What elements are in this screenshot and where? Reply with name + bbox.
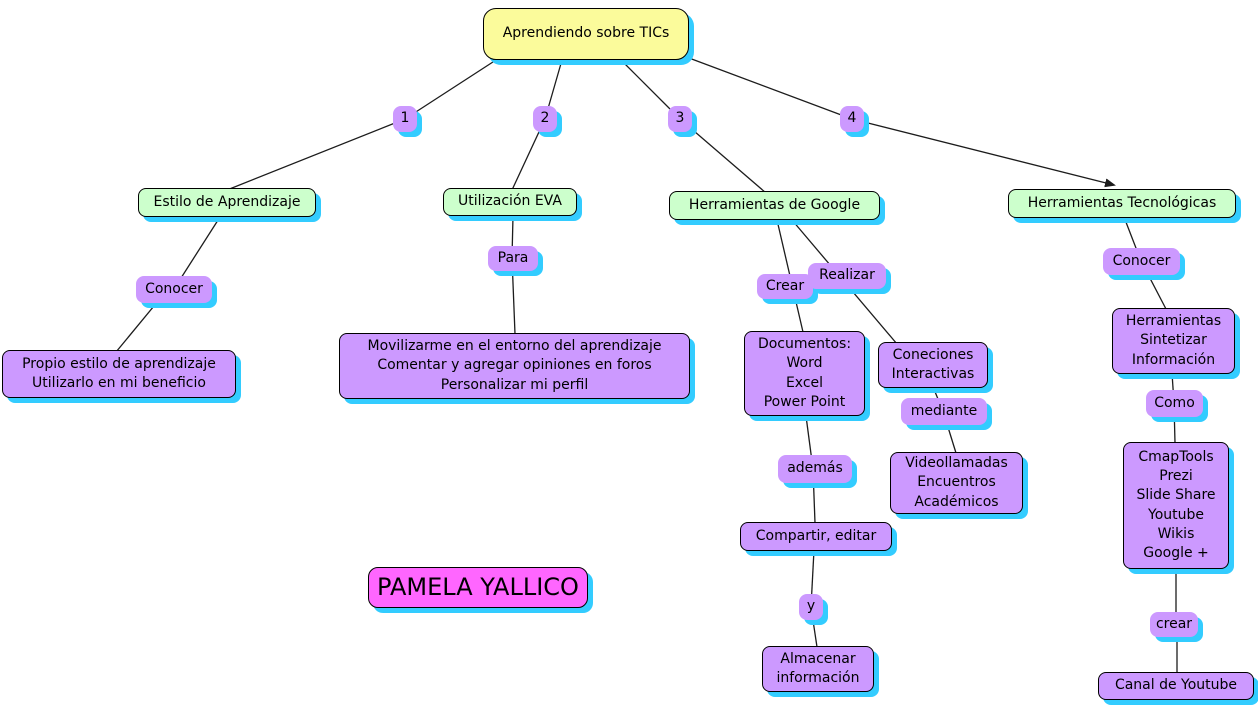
concept-documentos[interactable]: Documentos: Word Excel Power Point (744, 331, 865, 416)
connector-number-2[interactable]: 2 (533, 106, 557, 132)
edge-num4-tecnologicas-arrow (851, 118, 1116, 188)
link-conocer-1[interactable]: Conocer (136, 276, 212, 303)
concept-propio-estilo[interactable]: Propio estilo de aprendizaje Utilizarlo … (2, 350, 236, 398)
connector-number-1[interactable]: 1 (393, 106, 417, 132)
link-mediante[interactable]: mediante (901, 398, 987, 425)
concept-herramientas-sintetizar[interactable]: Herramientas Sintetizar Información (1112, 308, 1235, 374)
edge-root-num4 (688, 57, 853, 120)
link-crear-2[interactable]: crear (1150, 612, 1198, 637)
concept-movilizarme[interactable]: Movilizarme en el entorno del aprendizaj… (339, 333, 690, 399)
concept-videollamadas[interactable]: Videollamadas Encuentros Académicos (890, 452, 1023, 514)
concept-herramientas-tecnologicas[interactable]: Herramientas Tecnológicas (1008, 189, 1236, 218)
edge-num1-estilo (221, 118, 406, 193)
link-crear-1[interactable]: Crear (757, 274, 813, 299)
edge-root-num1 (404, 59, 497, 120)
concept-estilo-de-aprendizaje[interactable]: Estilo de Aprendizaje (138, 188, 316, 217)
concept-aprendiendo-sobre-tics[interactable]: Aprendiendo sobre TICs (483, 8, 689, 60)
concept-cmaptools-list[interactable]: CmapTools Prezi Slide Share Youtube Wiki… (1123, 442, 1229, 569)
connector-number-3[interactable]: 3 (668, 106, 692, 132)
link-realizar[interactable]: Realizar (808, 263, 886, 289)
edge-num3-google (679, 118, 767, 194)
concept-coneciones-interactivas[interactable]: Coneciones Interactivas (878, 342, 988, 388)
link-para[interactable]: Para (488, 246, 538, 271)
concept-herramientas-de-google[interactable]: Herramientas de Google (669, 191, 880, 220)
concept-canal-de-youtube[interactable]: Canal de Youtube (1098, 672, 1254, 700)
link-conocer-2[interactable]: Conocer (1103, 248, 1180, 275)
link-ademas[interactable]: además (778, 455, 852, 483)
concept-compartir-editar[interactable]: Compartir, editar (740, 522, 892, 551)
concept-utilizacion-eva[interactable]: Utilización EVA (443, 188, 577, 216)
concept-almacenar-informacion[interactable]: Almacenar información (762, 646, 874, 692)
connector-number-4[interactable]: 4 (840, 106, 864, 132)
link-y[interactable]: y (799, 594, 823, 620)
author-label[interactable]: PAMELA YALLICO (368, 567, 588, 608)
link-como[interactable]: Como (1146, 390, 1203, 417)
